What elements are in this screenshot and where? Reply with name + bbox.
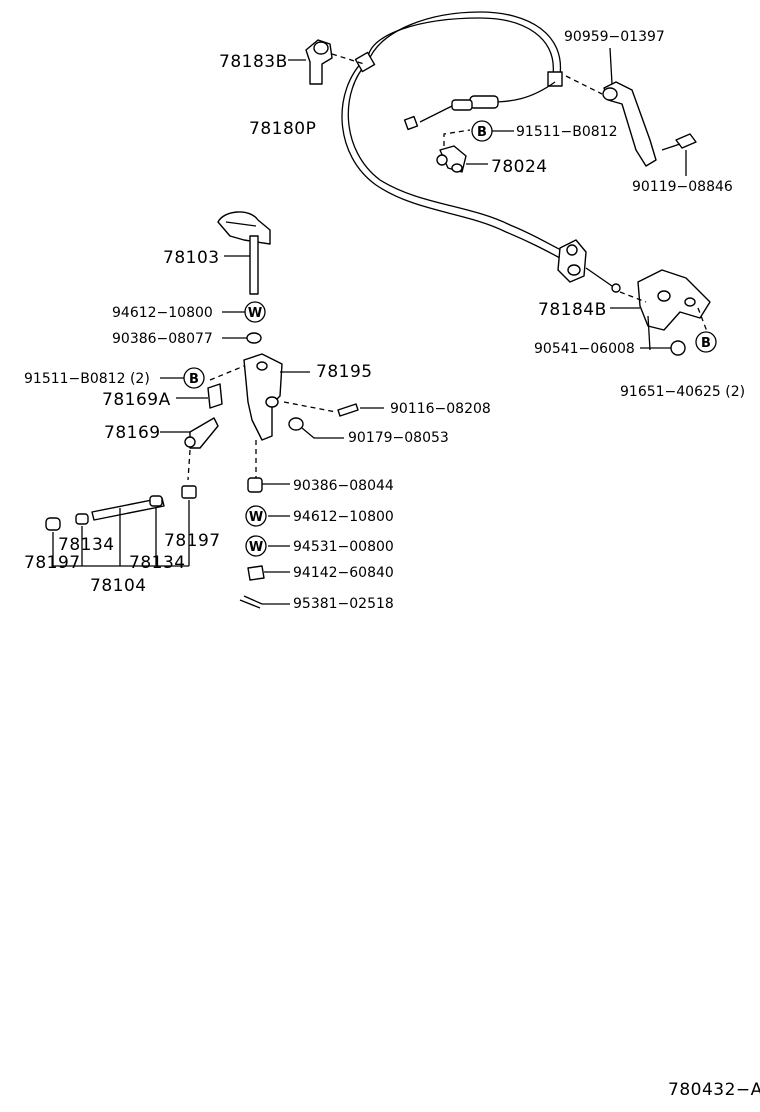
label-90959-01397: 90959−01397: [564, 29, 665, 45]
label-78104: 78104: [90, 576, 147, 596]
washer-stack-top: [222, 311, 262, 344]
badge-w-2-text: W: [249, 510, 263, 525]
badge-b-top: B: [471, 120, 493, 142]
badge-b-top-text: B: [477, 125, 487, 140]
badge-w-1: W: [244, 301, 266, 323]
label-78197-b: 78197: [164, 531, 221, 551]
label-95381-02518: 95381−02518: [293, 596, 394, 612]
label-90119-08846: 90119−08846: [632, 179, 733, 195]
shift-cable: [341, 11, 566, 259]
label-90386-08077: 90386−08077: [112, 331, 213, 347]
label-78024: 78024: [491, 157, 548, 177]
badge-w-3: W: [245, 535, 267, 557]
label-78197-a: 78197: [24, 553, 81, 573]
label-78169A: 78169A: [102, 390, 171, 410]
label-94612-10800-a: 94612−10800: [112, 305, 213, 321]
bracket-90959: [565, 47, 697, 176]
label-91511-B0812-top: 91511−B0812: [516, 124, 618, 140]
badge-w-3-text: W: [249, 540, 263, 555]
label-78103: 78103: [163, 248, 220, 268]
label-78134-b: 78134: [129, 553, 186, 573]
label-90386-08044: 90386−08044: [293, 478, 394, 494]
lever-78169: [160, 383, 223, 499]
label-91511-B0812-left: 91511−B0812 (2): [24, 371, 150, 387]
knob-78103: [217, 211, 271, 295]
label-78195: 78195: [316, 362, 373, 382]
label-78134-a: 78134: [58, 535, 115, 555]
badge-w-2: W: [245, 505, 267, 527]
label-94612-10800-b: 94612−10800: [293, 509, 394, 525]
label-78180P: 78180P: [249, 119, 316, 139]
badge-b-left-text: B: [189, 372, 199, 387]
rod-group-78104: [45, 495, 190, 567]
washer-stack-bottom: [239, 440, 290, 609]
label-90116-08208: 90116−08208: [390, 401, 491, 417]
label-91651-40625: 91651−40625 (2): [620, 384, 745, 400]
bracket-78184B: [557, 239, 711, 356]
label-90541-06008: 90541−06008: [534, 341, 635, 357]
badge-b-right-text: B: [701, 336, 711, 351]
bracket-78183B: [288, 39, 365, 85]
clip-78024: [436, 129, 488, 173]
label-94142-60840: 94142−60840: [293, 565, 394, 581]
label-78183B: 78183B: [219, 52, 288, 72]
badge-w-1-text: W: [248, 306, 262, 321]
label-78184B: 78184B: [538, 300, 607, 320]
badge-b-right: B: [695, 331, 717, 353]
diagram-reference: 780432−A: [668, 1080, 760, 1100]
label-94531-00800: 94531−00800: [293, 539, 394, 555]
label-90179-08053: 90179−08053: [348, 430, 449, 446]
bracket-78195: [209, 353, 384, 441]
label-78169: 78169: [104, 423, 161, 443]
badge-b-left: B: [183, 367, 205, 389]
